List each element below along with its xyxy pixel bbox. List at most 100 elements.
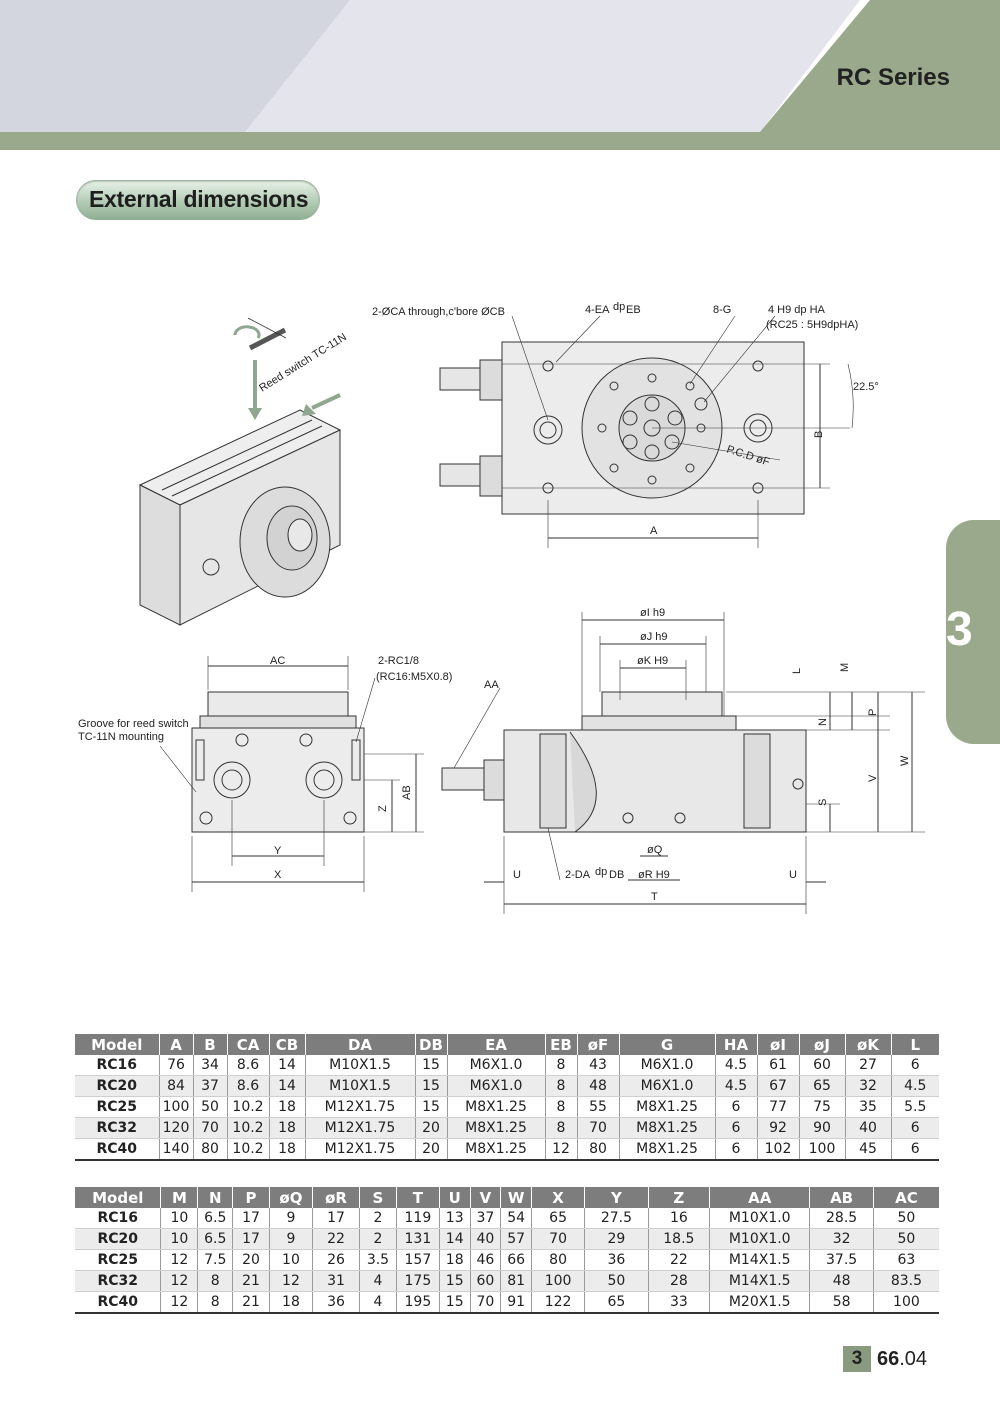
value-cell: M20X1.5 <box>709 1291 810 1314</box>
label-ab: AB <box>401 785 413 800</box>
value-cell: M10X1.5 <box>304 1055 415 1076</box>
column-header: L <box>890 1034 939 1055</box>
value-cell: M8X1.25 <box>446 1096 545 1118</box>
value-cell: 65 <box>584 1291 649 1314</box>
value-cell: 17 <box>232 1208 270 1229</box>
value-cell: 6.5 <box>197 1208 233 1229</box>
label-reed: Reed switch TC-11N <box>257 331 349 394</box>
model-cell: RC40 <box>75 1138 159 1161</box>
value-cell: M12X1.75 <box>304 1138 415 1161</box>
label-m: M <box>839 663 851 672</box>
value-cell: 131 <box>395 1228 440 1250</box>
value-cell: 15 <box>414 1075 447 1097</box>
value-cell: M14X1.5 <box>709 1270 810 1292</box>
value-cell: 54 <box>500 1208 532 1229</box>
column-header: øJ <box>798 1034 845 1055</box>
model-cell: RC32 <box>75 1117 159 1139</box>
value-cell: 6.5 <box>197 1228 233 1250</box>
label-phi-i: øI h9 <box>640 607 665 619</box>
value-cell: 10.2 <box>226 1117 269 1139</box>
value-cell: 27 <box>844 1055 891 1076</box>
value-cell: 55 <box>576 1096 619 1118</box>
front-view <box>159 656 424 892</box>
value-cell: M8X1.25 <box>446 1117 545 1139</box>
label-t: T <box>651 891 658 903</box>
label-p: P <box>867 709 879 716</box>
value-cell: 100 <box>158 1096 193 1118</box>
value-cell: 36 <box>584 1249 649 1271</box>
value-cell: 4.5 <box>714 1075 757 1097</box>
column-header: P <box>232 1187 270 1208</box>
value-cell: 5.5 <box>890 1096 939 1118</box>
value-cell: 35 <box>844 1096 891 1118</box>
label-aa: AA <box>484 679 499 691</box>
value-cell: 60 <box>798 1055 845 1076</box>
label-u-left: U <box>513 869 521 881</box>
value-cell: 120 <box>158 1117 193 1139</box>
value-cell: 13 <box>438 1208 471 1229</box>
value-cell: 8 <box>544 1055 577 1076</box>
label-w: W <box>899 755 911 766</box>
column-header: V <box>469 1187 501 1208</box>
value-cell: 65 <box>798 1075 845 1097</box>
value-cell: 4 <box>359 1291 397 1314</box>
value-cell: 4.5 <box>714 1055 757 1076</box>
value-cell: M6X1.0 <box>618 1055 715 1076</box>
chapter-tab-number: 3 <box>946 603 973 656</box>
column-header: øI <box>756 1034 799 1055</box>
value-cell: M6X1.0 <box>618 1075 715 1097</box>
value-cell: 102 <box>756 1138 799 1161</box>
value-cell: 26 <box>311 1249 360 1271</box>
value-cell: 14 <box>268 1055 305 1076</box>
label-rc-note: (RC16:M5X0.8) <box>376 671 452 683</box>
model-cell: RC16 <box>75 1208 161 1229</box>
value-cell: 90 <box>798 1117 845 1139</box>
value-cell: 9 <box>268 1228 313 1250</box>
value-cell: 58 <box>809 1291 874 1314</box>
label-u-right: U <box>789 869 797 881</box>
label-s: S <box>817 799 829 806</box>
value-cell: 14 <box>268 1075 305 1097</box>
value-cell: 100 <box>872 1291 939 1314</box>
value-cell: 7.5 <box>197 1249 233 1271</box>
value-cell: 22 <box>311 1228 360 1250</box>
value-cell: 48 <box>576 1075 619 1097</box>
value-cell: M12X1.75 <box>304 1096 415 1118</box>
value-cell: 20 <box>414 1138 447 1161</box>
label-phi-q: øQ <box>647 844 663 856</box>
value-cell: 10.2 <box>226 1096 269 1118</box>
page-chapter: 3 <box>843 1346 871 1372</box>
chapter-tab: 3 <box>946 520 1000 744</box>
model-cell: RC40 <box>75 1291 161 1314</box>
section-heading: External dimensions <box>76 180 320 220</box>
value-cell: 70 <box>530 1228 585 1250</box>
value-cell: 15 <box>414 1055 447 1076</box>
value-cell: 12 <box>160 1270 198 1292</box>
label-a: A <box>650 525 658 537</box>
label-l: L <box>791 668 803 674</box>
value-cell: 40 <box>469 1228 501 1250</box>
value-cell: 29 <box>584 1228 649 1250</box>
column-header: U <box>438 1187 471 1208</box>
column-header: Model <box>75 1034 159 1055</box>
value-cell: 4 <box>359 1270 397 1292</box>
column-header: Z <box>647 1187 710 1208</box>
value-cell: 27.5 <box>584 1208 649 1229</box>
value-cell: 10.2 <box>226 1138 269 1161</box>
label-b: B <box>813 431 825 438</box>
value-cell: 18 <box>268 1117 305 1139</box>
value-cell: 14 <box>438 1228 471 1250</box>
value-cell: 40 <box>844 1117 891 1139</box>
value-cell: 6 <box>890 1055 939 1076</box>
value-cell: M14X1.5 <box>709 1249 810 1271</box>
value-cell: 4.5 <box>890 1075 939 1097</box>
value-cell: 6 <box>890 1117 939 1139</box>
value-cell: 28.5 <box>809 1208 874 1229</box>
